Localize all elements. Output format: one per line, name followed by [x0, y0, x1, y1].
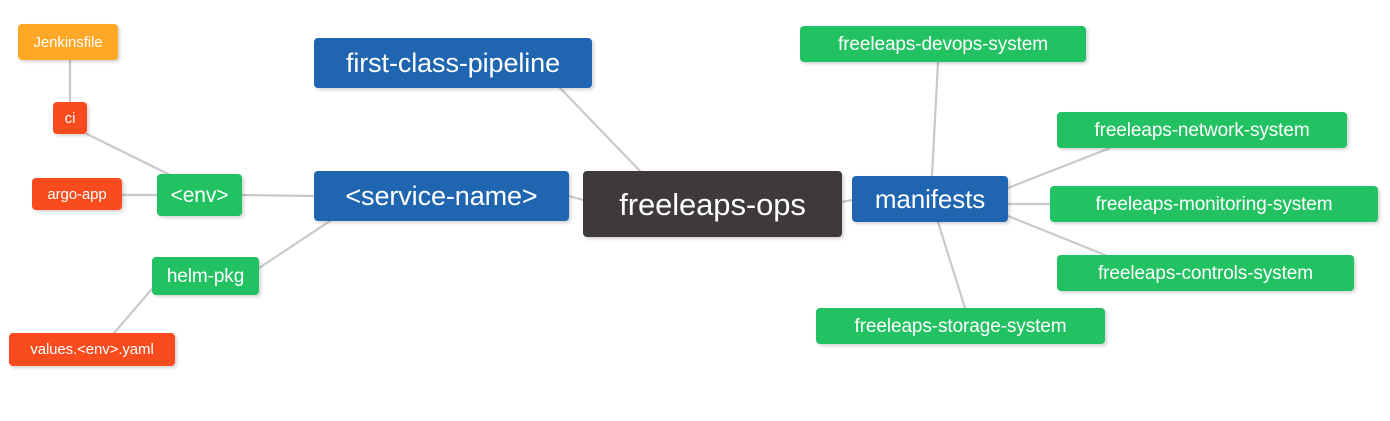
edge-service-name-to-helm-pkg [257, 219, 332, 270]
node-root[interactable]: freeleaps-ops [583, 171, 842, 237]
edge-first-class-to-root [558, 86, 642, 173]
edge-helm-pkg-to-values-yaml [112, 287, 154, 335]
node-monitoring-system[interactable]: freeleaps-monitoring-system [1050, 186, 1378, 222]
node-ci[interactable]: ci [53, 102, 87, 134]
edge-manifests-to-storage-system [936, 220, 967, 310]
node-manifests[interactable]: manifests [852, 176, 1008, 222]
node-controls-system[interactable]: freeleaps-controls-system [1057, 255, 1354, 291]
node-jenkinsfile[interactable]: Jenkinsfile [18, 24, 118, 60]
edge-service-name-to-root [567, 194, 585, 202]
node-first-class[interactable]: first-class-pipeline [314, 38, 592, 88]
edge-manifests-to-controls-system [1006, 214, 1107, 257]
edge-ci-to-env [85, 132, 174, 178]
edge-env-to-service-name [240, 193, 316, 198]
node-env[interactable]: <env> [157, 174, 242, 216]
edge-manifests-to-network-system [1006, 146, 1112, 190]
node-helm-pkg[interactable]: helm-pkg [152, 257, 259, 295]
edge-root-to-manifests [840, 198, 854, 204]
node-service-name[interactable]: <service-name> [314, 171, 569, 221]
edge-manifests-to-devops-system [930, 60, 940, 178]
node-values-yaml[interactable]: values.<env>.yaml [9, 333, 175, 366]
node-devops-system[interactable]: freeleaps-devops-system [800, 26, 1086, 62]
node-network-system[interactable]: freeleaps-network-system [1057, 112, 1347, 148]
node-storage-system[interactable]: freeleaps-storage-system [816, 308, 1105, 344]
node-argo-app[interactable]: argo-app [32, 178, 122, 210]
